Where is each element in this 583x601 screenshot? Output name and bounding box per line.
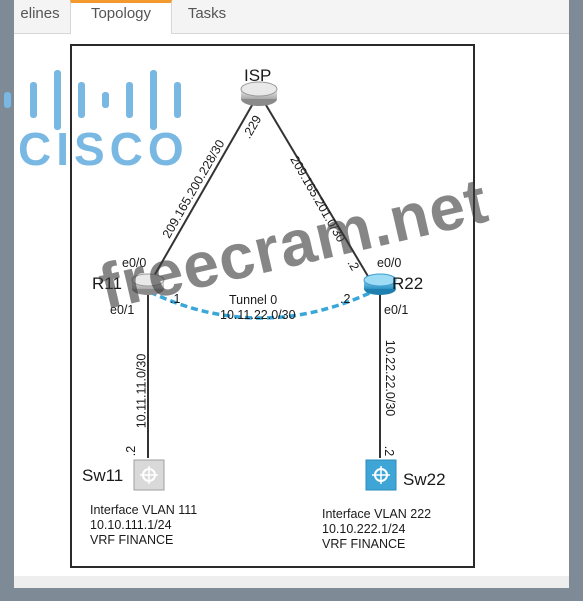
sw11-svi-info: Interface VLAN 111 10.10.111.1/24 VRF FI… xyxy=(90,503,197,548)
tunnel-0-path xyxy=(149,288,377,320)
r11-router-icon[interactable] xyxy=(131,273,165,295)
tab-guidelines[interactable]: elines xyxy=(20,5,60,22)
isp-router-icon[interactable] xyxy=(240,81,278,106)
sw22-label: Sw22 xyxy=(403,470,446,489)
cisco-logo-icon xyxy=(4,70,181,130)
r11-e0-0-label: e0/0 xyxy=(122,256,147,270)
sw11-label: Sw11 xyxy=(82,466,124,485)
r22-sw22-sw-end-label: .2 xyxy=(382,445,397,457)
sw11-switch-icon[interactable] xyxy=(133,459,165,491)
link-isp-r11 xyxy=(149,99,256,284)
sw22-svi-vrf: VRF FINANCE xyxy=(322,537,406,551)
sw22-svi-address: 10.10.222.1/24 xyxy=(322,522,406,536)
sw22-switch-icon[interactable] xyxy=(365,459,397,491)
sw22-svi-interface: Interface VLAN 222 xyxy=(322,507,432,521)
r11-sw11-sw-end-label: .2 xyxy=(124,445,139,457)
sw22-svi-info: Interface VLAN 222 10.10.222.1/24 VRF FI… xyxy=(322,507,431,552)
r22-label: R22 xyxy=(392,274,424,293)
sw11-svi-vrf: VRF FINANCE xyxy=(90,533,174,547)
cisco-logo-text: CISCO xyxy=(18,123,189,175)
r22-e0-1-label: e0/1 xyxy=(384,303,409,317)
tunnel-r22-end-label: .2 xyxy=(340,292,351,306)
tunnel-name-label: Tunnel 0 xyxy=(229,293,278,307)
link-isp-r22 xyxy=(262,99,373,284)
tab-topology[interactable]: Topology xyxy=(70,0,172,34)
sw11-svi-address: 10.10.111.1/24 xyxy=(90,518,172,532)
bottom-scroll-area xyxy=(14,576,569,588)
tunnel-r11-end-label: .1 xyxy=(170,292,181,306)
r22-router-icon[interactable] xyxy=(363,273,397,295)
r11-label: R11 xyxy=(92,274,122,293)
isp-label: ISP xyxy=(244,66,272,85)
r22-e0-0-label: e0/0 xyxy=(377,256,402,270)
tunnel-subnet-label: 10.11.22.0/30 xyxy=(220,308,296,322)
r22-sw22-subnet-label: 10.22.22.0/30 xyxy=(383,339,398,417)
r11-sw11-subnet-label: 10.11.11.0/30 xyxy=(134,353,149,429)
r11-e0-1-label: e0/1 xyxy=(110,303,135,317)
sw11-svi-interface: Interface VLAN 111 xyxy=(90,503,198,517)
tab-tasks[interactable]: Tasks xyxy=(187,5,227,22)
